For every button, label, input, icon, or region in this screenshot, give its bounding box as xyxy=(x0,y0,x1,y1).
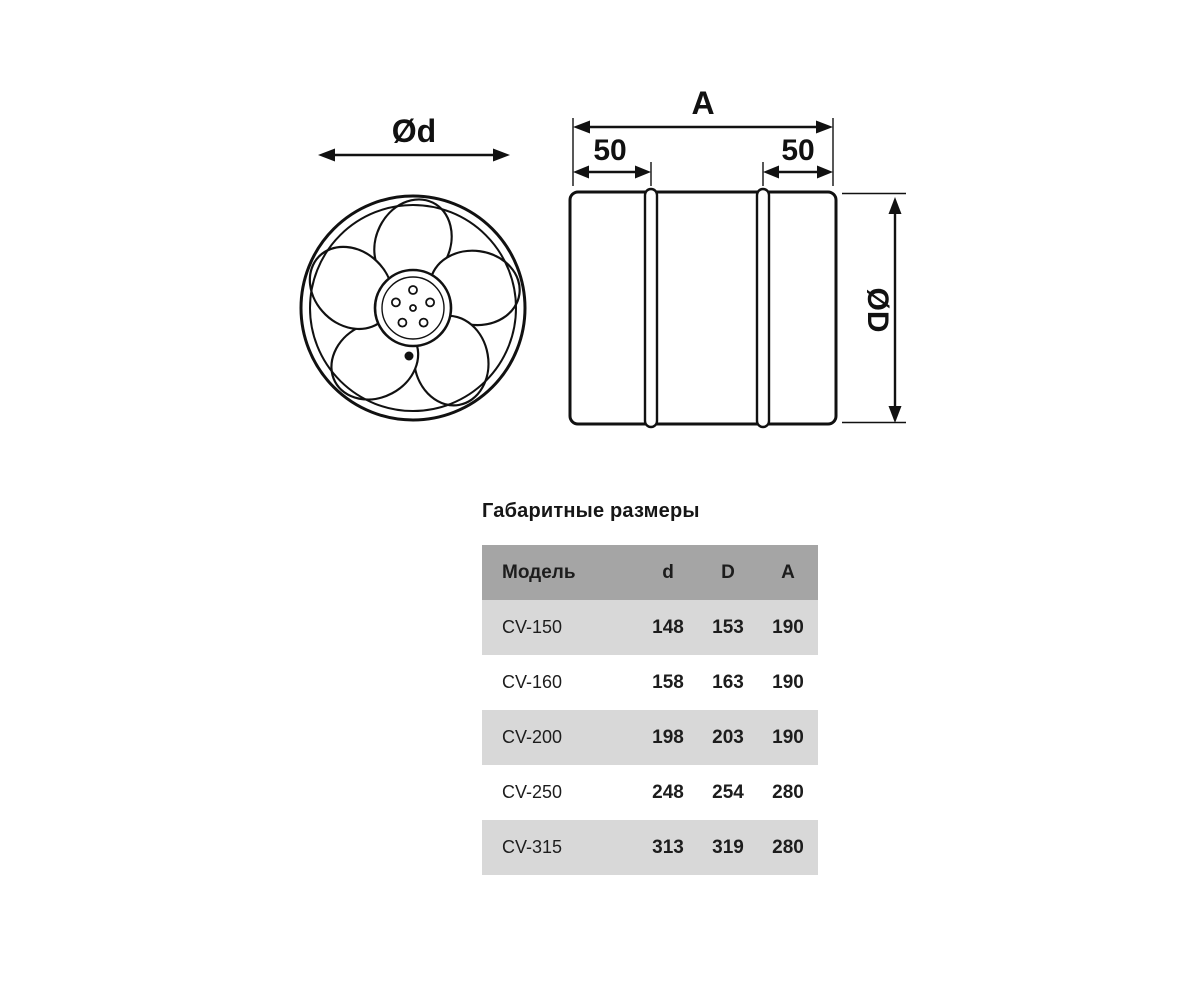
header-A: A xyxy=(781,561,795,583)
length-label: A xyxy=(691,85,714,121)
header-D: D xyxy=(721,561,735,583)
fan-side-view xyxy=(568,187,838,429)
table-header-row: Модель d D A xyxy=(482,545,818,600)
model-cell: CV-200 xyxy=(502,727,563,747)
d-cell: 148 xyxy=(652,616,684,638)
model-cell: CV-150 xyxy=(502,617,563,637)
dimension-front-diameter: Ød xyxy=(318,113,510,162)
flange-right-label: 50 xyxy=(781,134,814,167)
D-cell: 163 xyxy=(712,671,744,693)
dimensions-table: Модель d D A CV-150 148 153 190 CV-160 1… xyxy=(482,545,818,875)
header-model: Модель xyxy=(502,561,576,583)
flange-left-label: 50 xyxy=(593,134,626,167)
model-cell: CV-250 xyxy=(502,782,563,802)
duct-rib-right xyxy=(755,187,771,429)
fan-hub-screw xyxy=(404,351,414,361)
A-cell: 190 xyxy=(772,726,804,748)
fan-front-view xyxy=(299,194,527,422)
fan-hub-inner-ring xyxy=(381,276,445,340)
duct-diameter-label: ØD xyxy=(861,288,894,333)
table-row-cv150: CV-150 148 153 190 xyxy=(482,600,818,655)
d-cell: 313 xyxy=(652,836,684,858)
fan-ring-inner xyxy=(309,204,517,412)
header-d: d xyxy=(662,561,674,583)
A-cell: 280 xyxy=(772,836,804,858)
table-row-cv250: CV-250 248 254 280 xyxy=(482,765,818,820)
fan-hub-holes xyxy=(390,285,436,328)
fan-dimension-drawing: Ød A 50 xyxy=(299,85,906,429)
d-cell: 198 xyxy=(652,726,684,748)
duct-body xyxy=(568,190,838,426)
d-cell: 158 xyxy=(652,671,684,693)
duct-rib-left xyxy=(643,187,659,429)
table-row-cv200: CV-200 198 203 190 xyxy=(482,710,818,765)
dimensions-section: Габаритные размеры Модель d D A CV-150 1… xyxy=(482,500,818,875)
front-diameter-label: Ød xyxy=(392,113,436,149)
extension-lines xyxy=(572,118,906,424)
table-row-cv315: CV-315 313 319 280 xyxy=(482,820,818,875)
dimension-flange-left: 50 xyxy=(573,134,651,179)
model-cell: CV-315 xyxy=(502,837,563,857)
dimension-length-A: A xyxy=(573,85,833,134)
fan-ring-outer xyxy=(299,194,527,422)
D-cell: 203 xyxy=(712,726,744,748)
D-cell: 319 xyxy=(712,836,744,858)
d-cell: 248 xyxy=(652,781,684,803)
A-cell: 190 xyxy=(772,671,804,693)
D-cell: 153 xyxy=(712,616,744,638)
A-cell: 280 xyxy=(772,781,804,803)
dimension-duct-diameter: ØD xyxy=(861,197,902,423)
table-title: Габаритные размеры xyxy=(482,500,700,522)
D-cell: 254 xyxy=(712,781,744,803)
dimension-flange-right: 50 xyxy=(763,134,833,179)
A-cell: 190 xyxy=(772,616,804,638)
table-row-cv160: CV-160 158 163 190 xyxy=(482,655,818,710)
model-cell: CV-160 xyxy=(502,672,563,692)
